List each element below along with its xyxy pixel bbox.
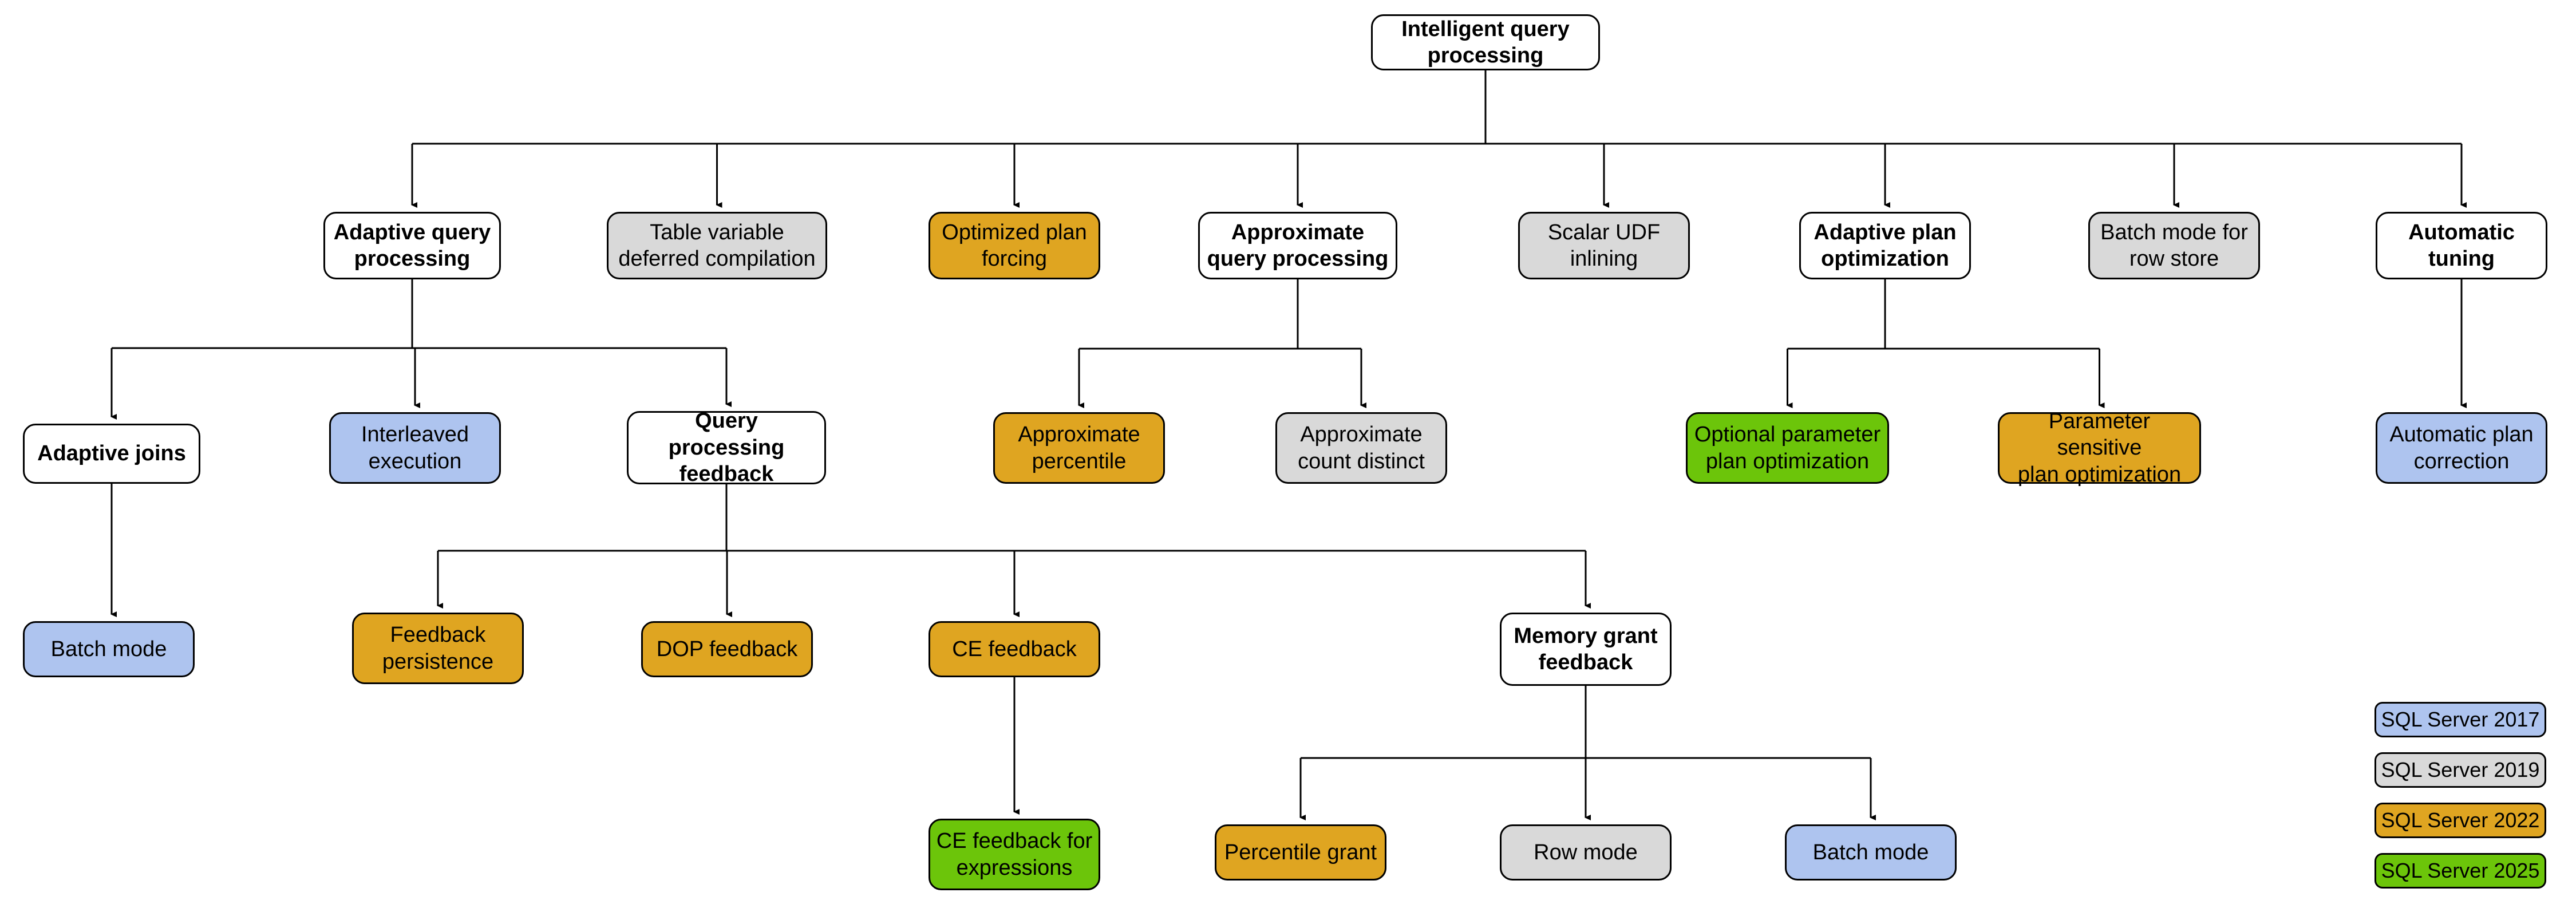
node-batchmode2[interactable]: Batch mode bbox=[1785, 824, 1957, 881]
node-pctgrant[interactable]: Percentile grant bbox=[1215, 824, 1386, 881]
node-approxpct[interactable]: Approximate percentile bbox=[993, 412, 1165, 484]
node-rowmode[interactable]: Row mode bbox=[1500, 824, 1672, 881]
node-adjoins[interactable]: Adaptive joins bbox=[23, 424, 200, 484]
node-dopfb[interactable]: DOP feedback bbox=[641, 621, 813, 677]
legend-item-sql-server-2025: SQL Server 2025 bbox=[2374, 853, 2546, 889]
node-tvdc[interactable]: Table variable deferred compilation bbox=[607, 212, 827, 279]
node-fbpersist[interactable]: Feedback persistence bbox=[352, 613, 524, 684]
node-apc[interactable]: Automatic plan correction bbox=[2376, 412, 2547, 484]
node-oppo[interactable]: Optional parameter plan optimization bbox=[1686, 412, 1889, 484]
node-interleav[interactable]: Interleaved execution bbox=[329, 412, 501, 484]
legend-item-sql-server-2017: SQL Server 2017 bbox=[2374, 702, 2546, 737]
node-opf[interactable]: Optimized plan forcing bbox=[929, 212, 1100, 279]
node-qpf[interactable]: Query processing feedback bbox=[627, 409, 826, 486]
node-root[interactable]: Intelligent query processing bbox=[1371, 14, 1600, 70]
node-autotune[interactable]: Automatic tuning bbox=[2376, 212, 2547, 279]
node-mgf[interactable]: Memory grant feedback bbox=[1500, 613, 1672, 686]
legend-item-sql-server-2022: SQL Server 2022 bbox=[2374, 803, 2546, 838]
node-pspo[interactable]: Parameter sensitive plan optimization bbox=[1998, 409, 2201, 487]
node-approxcd[interactable]: Approximate count distinct bbox=[1275, 412, 1447, 484]
node-cefb[interactable]: CE feedback bbox=[929, 621, 1100, 677]
legend-item-sql-server-2019: SQL Server 2019 bbox=[2374, 752, 2546, 788]
node-approxqp[interactable]: Approximate query processing bbox=[1198, 212, 1397, 279]
node-aqp[interactable]: Adaptive query processing bbox=[323, 212, 501, 279]
node-udf[interactable]: Scalar UDF inlining bbox=[1518, 212, 1690, 279]
node-bmrs[interactable]: Batch mode for row store bbox=[2088, 212, 2260, 279]
node-batchmode1[interactable]: Batch mode bbox=[23, 621, 195, 677]
node-cefbexpr[interactable]: CE feedback for expressions bbox=[929, 819, 1100, 890]
node-apo[interactable]: Adaptive plan optimization bbox=[1799, 212, 1971, 279]
